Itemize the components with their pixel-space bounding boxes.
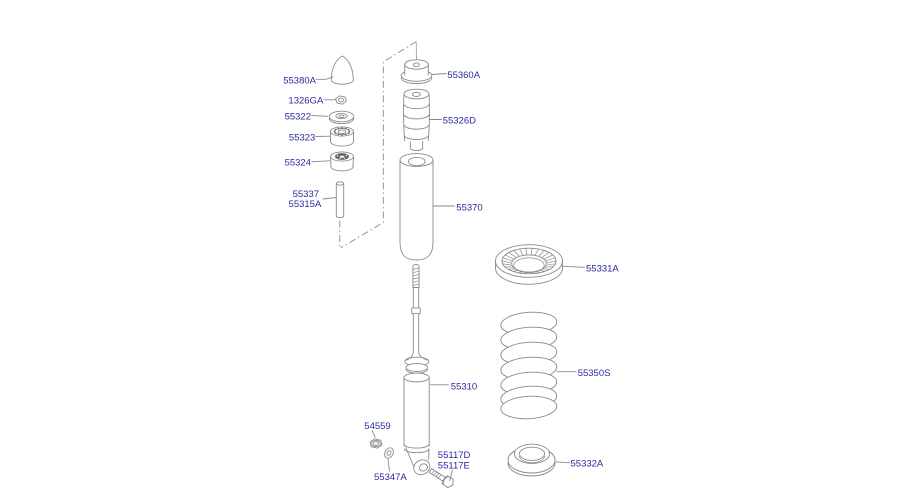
assembly-axis-line [339,41,417,249]
part-label-55117E[interactable]: 55117E [438,461,470,472]
leader-55322 [311,115,328,117]
leader-55332A [555,461,570,464]
part-label-1326GA[interactable]: 1326GA [288,95,324,106]
part-label-55324[interactable]: 55324 [285,158,311,169]
bellows-55326D [403,88,430,152]
leader-55117 [449,469,453,481]
leader-55324 [311,160,330,163]
rod-thread-hatching [412,267,420,286]
bolt-55117 [428,468,454,489]
spacer-rod-55337 [335,181,345,219]
part-label-54559[interactable]: 54559 [364,421,390,432]
nut-1326GA [335,95,347,105]
part-label-55331A[interactable]: 55331A [586,263,619,274]
dust-cover-55370 [399,153,434,261]
part-label-55350S[interactable]: 55350S [578,368,611,379]
part-label-55323[interactable]: 55323 [289,133,315,144]
bump-stopper-55380A [330,55,354,85]
leader-55337 [322,197,337,200]
part-label-55337[interactable]: 55337 [293,189,319,200]
part-labels: 55380A 1326GA 55322 55323 55324 55337 55… [283,70,619,483]
strut-bearing-55323 [330,126,354,147]
part-label-55117D[interactable]: 55117D [438,450,471,461]
part-label-55326D[interactable]: 55326D [443,116,476,127]
part-label-55322[interactable]: 55322 [285,112,311,123]
part-label-55347A[interactable]: 55347A [374,472,407,483]
leader-55347A [387,459,390,472]
strut-washer-55322 [328,110,355,125]
spring-seat-55331A [495,244,563,285]
shock-absorber-55310 [403,263,431,476]
shock-lower-eye [413,459,431,476]
washer-55347A [384,447,394,459]
part-label-55332A[interactable]: 55332A [571,459,604,470]
leader-55380A [315,76,334,80]
part-label-55315A[interactable]: 55315A [289,199,322,210]
leader-55360A [431,73,447,75]
cap-55360A [400,59,433,85]
strut-bushing-55324 [330,151,354,172]
bearing-texture-dots [333,127,351,136]
part-label-55310[interactable]: 55310 [451,381,477,392]
coil-spring-55350S [500,311,558,420]
nut-54559 [369,438,383,449]
leader-55331A [562,265,585,268]
leader-54559 [371,430,376,438]
part-label-55370[interactable]: 55370 [456,202,482,213]
spring-pad-55332A [507,443,556,477]
leader-lines [311,73,585,481]
part-label-55360A[interactable]: 55360A [447,70,480,81]
part-label-55380A[interactable]: 55380A [283,75,316,86]
